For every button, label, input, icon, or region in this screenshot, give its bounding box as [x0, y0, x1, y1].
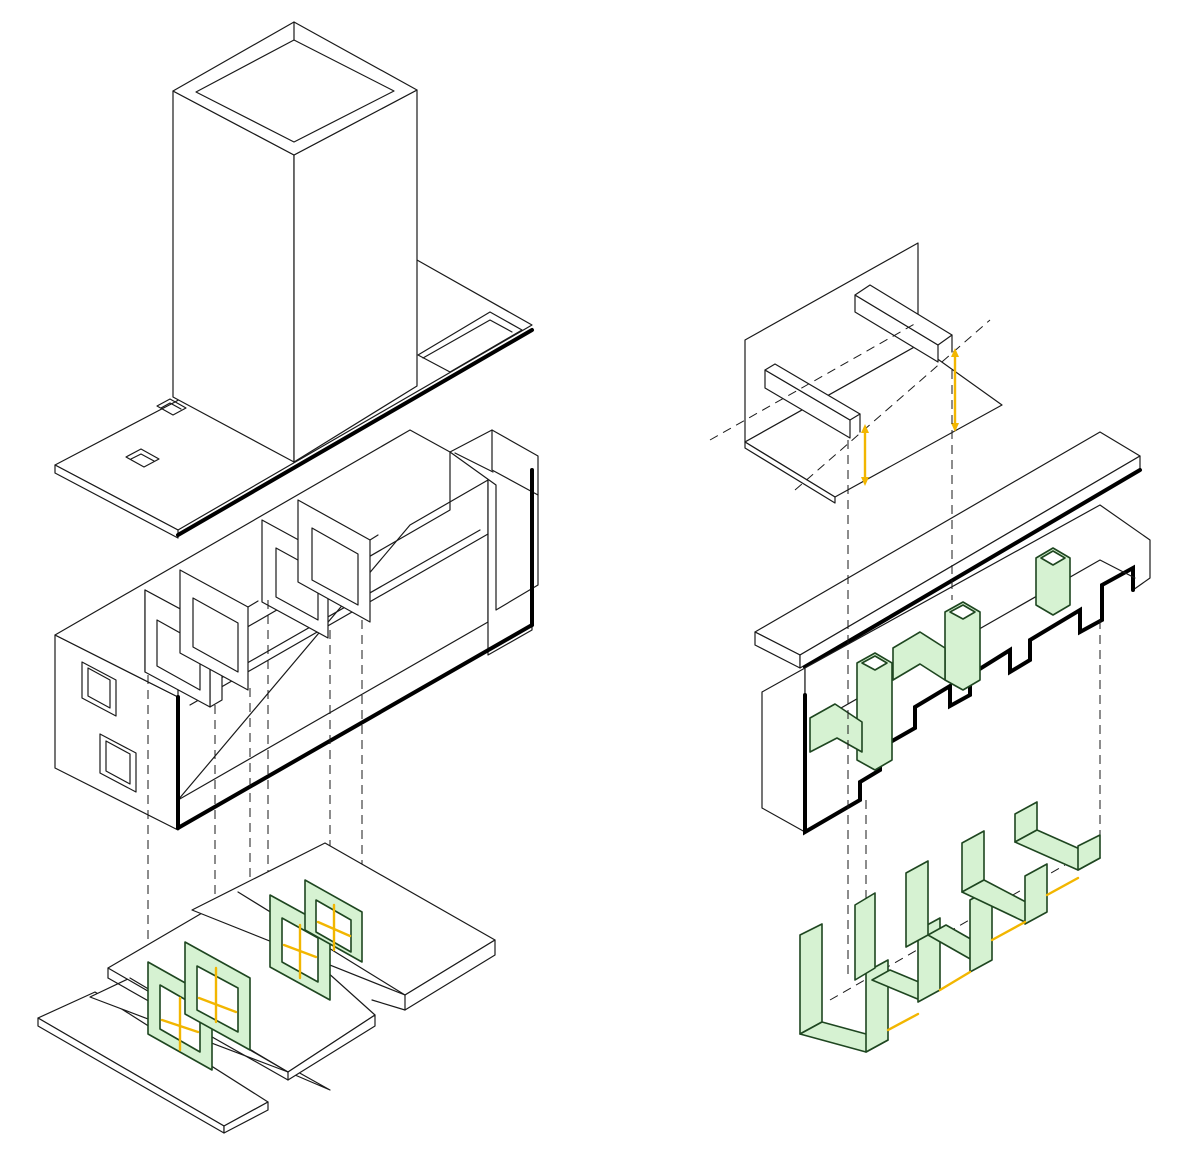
slab-slot: [417, 311, 523, 373]
long-slab: [754, 431, 1142, 669]
highlighted-channel: [892, 631, 946, 681]
u-channel: [1014, 801, 1101, 871]
tower-left-face: [172, 90, 295, 463]
fin: [854, 284, 953, 363]
highlighted-frame: [184, 941, 251, 1051]
u-channels: [799, 801, 1101, 1053]
roof-slab-front-edge: [54, 464, 179, 539]
highlighted-frame: [304, 879, 363, 963]
stepped-shell: [761, 504, 1151, 836]
highlighted-channel: [809, 703, 863, 753]
highlighted-column: [1035, 547, 1071, 616]
u-channel: [905, 860, 993, 973]
partition-frame: [179, 569, 259, 691]
u-channel: [961, 830, 1048, 925]
box-bold-bottom-edge: [176, 623, 534, 830]
fin: [764, 363, 861, 439]
box-window: [81, 661, 117, 717]
base-platform: [37, 991, 269, 1134]
stepped-base: [37, 842, 496, 1134]
highlighted-column: [944, 601, 981, 691]
plate-with-fins: [709, 242, 1003, 504]
roof-slab-with-tower: [54, 21, 534, 539]
box-window: [99, 733, 137, 793]
slab-opening: [125, 448, 160, 468]
slab-opening: [156, 398, 187, 416]
partition-frame: [297, 499, 379, 623]
roof-slab-bold-edge: [176, 328, 534, 537]
tower-top: [172, 21, 418, 156]
highlighted-column: [856, 652, 893, 771]
tower-parapet-inner: [195, 39, 395, 143]
hollow-box-volume: [54, 429, 539, 831]
